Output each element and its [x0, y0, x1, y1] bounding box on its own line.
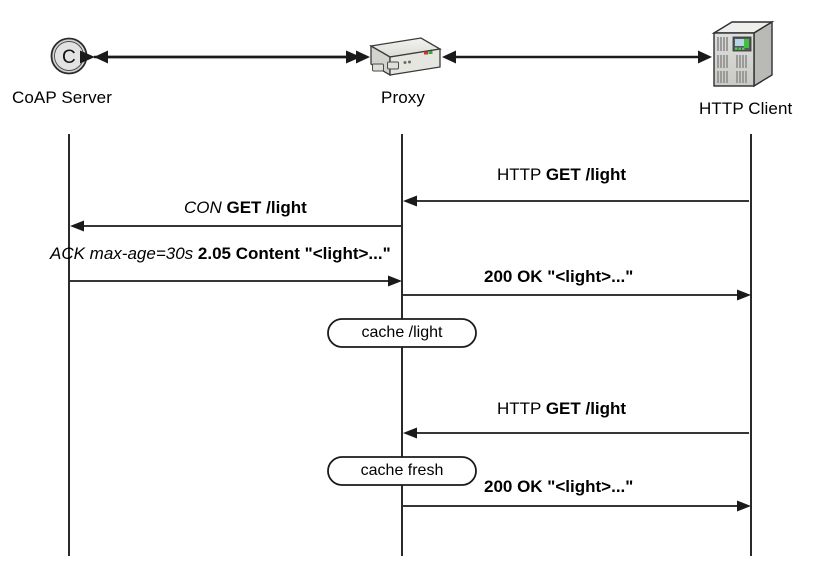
note-pill-cache-light: [327, 318, 477, 348]
note-text-cache-fresh: cache fresh: [360, 462, 444, 479]
message-label-200-ok-2: 200 OK "<light>...": [484, 478, 633, 495]
message-label-ack-content: ACK max-age=30s 2.05 Content "<light>...…: [50, 245, 391, 262]
router-box-icon: [369, 37, 442, 77]
message-arrow-200-ok-1: [403, 289, 751, 301]
actor-label-http-client: HTTP Client: [699, 99, 793, 118]
msg5-part-bold: GET /light: [545, 399, 627, 418]
msg6-part-bold: 200 OK "<light>...": [484, 477, 634, 496]
message-arrow-http-get-light-2: [403, 427, 749, 439]
proxy-client-link: [442, 50, 712, 64]
coap-server-glyph: C: [62, 47, 76, 68]
message-label-http-get-light-2: HTTP GET /light: [497, 400, 626, 417]
message-label-200-ok-1: 200 OK "<light>...": [484, 268, 633, 285]
server-tower-icon: [711, 20, 775, 88]
msg2-part-bold: GET /light: [226, 198, 307, 217]
note-text-cache-light: cache /light: [361, 324, 443, 341]
msg1-part-plain: HTTP: [497, 165, 546, 184]
msg5-part-plain: HTTP: [497, 399, 546, 418]
msg1-part-bold: GET /light: [545, 165, 627, 184]
message-label-con-get-light: CON GET /light: [184, 199, 307, 216]
note-pill-cache-fresh: [327, 456, 477, 486]
msg3-part-bold: 2.05 Content "<light>...": [197, 244, 391, 263]
message-arrow-con-get-light: [70, 220, 401, 232]
actor-label-coap-server: CoAP Server: [12, 88, 112, 107]
msg2-part-italic: CON: [184, 198, 227, 217]
message-arrow-http-get-light-1: [403, 195, 749, 207]
msg4-part-bold: 200 OK "<light>...": [484, 267, 634, 286]
proxy-link-arrowhead-left: [356, 50, 370, 64]
actor-label-proxy: Proxy: [381, 88, 425, 107]
msg3-part-italic: ACK max-age=30s: [50, 244, 198, 263]
message-arrow-ack-content: [70, 275, 402, 287]
coap-link-arrowhead: [94, 50, 108, 64]
message-label-http-get-light-1: HTTP GET /light: [497, 166, 626, 183]
message-arrow-200-ok-2: [403, 500, 751, 512]
